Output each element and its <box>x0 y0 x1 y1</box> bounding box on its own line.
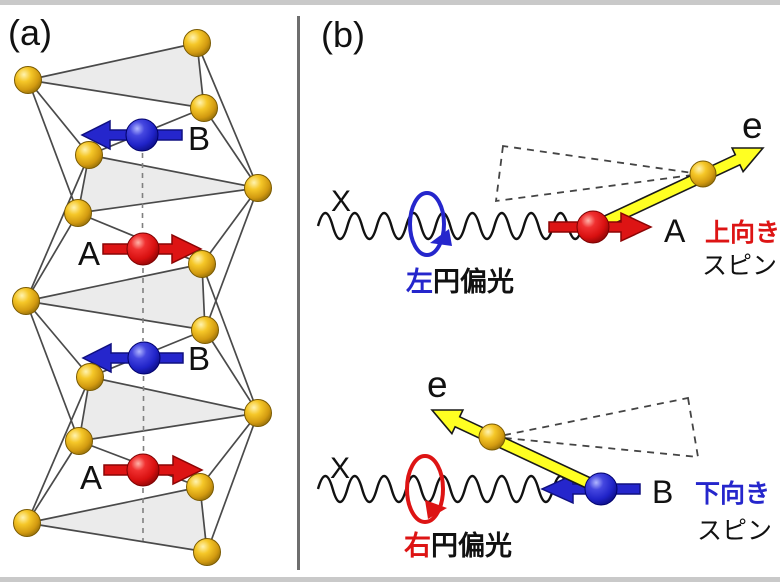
top-border-strip <box>0 0 780 5</box>
bottom-border-strip <box>0 577 780 582</box>
polarization-rotation-arrowhead-top <box>430 229 452 246</box>
site-b-label-b: B <box>652 474 673 510</box>
xray-label-bottom: X <box>330 452 350 485</box>
left-circular-polarization-icon <box>408 191 446 257</box>
polarization-label-bottom-colored: 右 <box>404 531 431 561</box>
panel-b-bottom-diagram: X 右 円偏光 B e 下向き スピン <box>316 364 772 561</box>
photoelectron-arrow-bottom <box>430 409 601 494</box>
panel-b-label: (b) <box>321 14 365 55</box>
atom-b-bottom <box>127 341 161 375</box>
spin-direction-label-top: 上向き <box>705 218 780 247</box>
gold-atoms <box>12 29 272 566</box>
site-label-b-top: B <box>188 120 210 157</box>
polarization-rotation-arrowhead-bottom <box>425 500 447 519</box>
panel-a-crystal-structure: (a) B A B A <box>8 12 272 566</box>
atom-a-top <box>126 232 160 266</box>
emission-cone-dashed-bottom <box>494 396 700 459</box>
spin-direction-label-bottom: 下向き <box>695 479 770 508</box>
polarization-label-top-colored: 左 <box>406 267 433 297</box>
site-label-b-bottom: B <box>188 340 210 377</box>
electron-label-bottom: e <box>427 364 448 405</box>
panel-b-top-diagram: X 左 円偏光 A e 上向き スピン <box>316 105 780 297</box>
electron-label-top: e <box>742 105 763 146</box>
emitted-gold-atom-top <box>689 160 717 188</box>
emission-cone-dashed-top <box>494 144 701 203</box>
atom-b-top <box>125 118 159 152</box>
xray-label-top: X <box>331 185 351 218</box>
spin-word-label-bottom: スピン <box>697 517 772 545</box>
photoelectron-arrow-top <box>592 147 765 233</box>
atom-a-bottom <box>126 453 160 487</box>
chain-axis-dashed-line <box>141 153 145 541</box>
site-label-a-top: A <box>78 235 100 272</box>
xray-wave-top <box>316 211 584 241</box>
panel-a-label: (a) <box>8 12 52 53</box>
spin-word-label-top: スピン <box>702 252 777 280</box>
right-circular-polarization-icon <box>405 454 445 524</box>
site-label-a-bottom: A <box>80 459 102 496</box>
polarization-label-bottom-rest: 円偏光 <box>431 531 512 561</box>
lattice-triangles <box>25 42 259 553</box>
emitted-gold-atom-bottom <box>478 423 506 451</box>
excited-atom-a <box>576 210 610 244</box>
site-a-label-b: A <box>664 213 686 249</box>
polarization-label-top-rest: 円偏光 <box>433 267 514 297</box>
excited-atom-b <box>584 472 618 506</box>
